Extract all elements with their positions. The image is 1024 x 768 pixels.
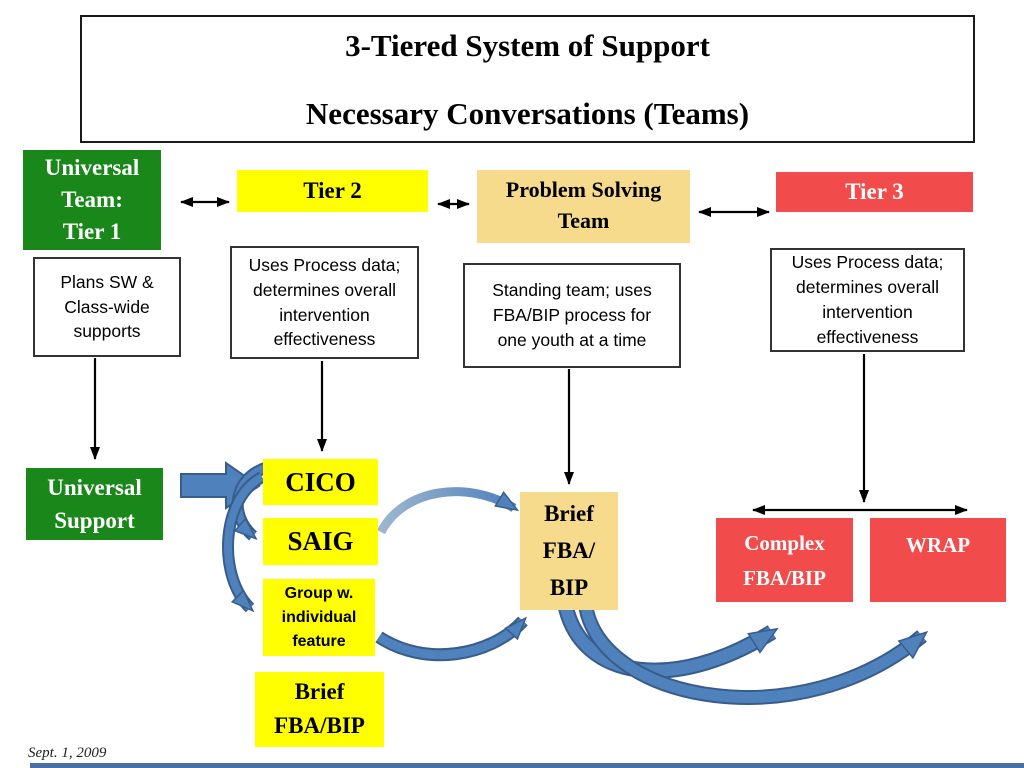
tier1-line3: Tier 1 — [62, 219, 122, 244]
slide-date: Sept. 1, 2009 — [28, 745, 107, 761]
brief-yellow-line1: Brief — [294, 679, 345, 704]
swoosh-brief-wrap — [580, 606, 922, 703]
note1-line3: supports — [73, 321, 141, 342]
group-line3: feature — [292, 633, 346, 650]
note2-line4: effectiveness — [273, 329, 376, 350]
curved-arrow-cico-group-outline — [222, 471, 266, 613]
slide-title-line1: 3-Tiered System of Support — [345, 28, 710, 63]
group-line2: individual — [281, 609, 357, 626]
note1-line1: Plans SW & — [60, 271, 154, 292]
tier2-box: Tier 2 — [237, 170, 428, 212]
group-line1: Group w. — [284, 585, 354, 602]
curved-arrow-saig-brief — [377, 487, 514, 535]
brief-fba-bip-yellow-box: Brief FBA/BIP — [255, 672, 384, 747]
wrap-label: WRAP — [905, 533, 971, 557]
saig-box: SAIG — [263, 518, 378, 565]
universal-support-box: Universal Support — [26, 468, 163, 540]
note2-line2: determines overall — [253, 279, 396, 300]
universal-support-line2: Support — [54, 508, 135, 533]
swoosh-brief-wrap-outline — [578, 606, 927, 705]
group-individual-feature-box: Group w. individual feature — [263, 579, 375, 656]
swoosh-brief-complex-outline — [558, 605, 777, 679]
complex-line2: FBA/BIP — [743, 566, 826, 590]
note2-line1: Uses Process data; — [248, 254, 401, 275]
brief-tan-line2: FBA/ — [542, 538, 596, 563]
tier2-note-box: Uses Process data; determines overall in… — [230, 246, 419, 359]
block-arrow-universal-cico — [180, 461, 261, 510]
brief-yellow-line2: FBA/BIP — [274, 713, 365, 738]
tier1-note-box: Plans SW & Class-wide supports — [33, 257, 181, 357]
curved-arrow-cico-group — [224, 473, 265, 608]
note3-line3: one youth at a time — [497, 329, 647, 350]
curved-arrow-group-brief — [376, 621, 523, 660]
brief-tan-line3: BIP — [549, 575, 589, 600]
universal-team-tier1-box: Universal Team: Tier 1 — [23, 150, 161, 250]
note4-line1: Uses Process data; — [791, 252, 944, 273]
pst-note-box: Standing team; uses FBA/BIP process for … — [463, 263, 681, 368]
note3-line2: FBA/BIP process for — [492, 305, 652, 326]
complex-line1: Complex — [744, 531, 825, 555]
note2-line3: intervention — [279, 304, 370, 325]
swoosh-brief-complex — [560, 606, 772, 677]
problem-solving-team-box: Problem Solving Team — [477, 170, 690, 243]
pst-line2: Team — [557, 208, 610, 233]
brief-fba-bip-tan-box: Brief FBA/ BIP — [520, 492, 618, 610]
note4-line2: determines overall — [796, 277, 939, 298]
curved-arrow-group-brief-outline — [375, 616, 528, 662]
note4-line3: intervention — [822, 302, 913, 322]
saig-label: SAIG — [287, 526, 354, 556]
note4-line4: effectiveness — [816, 326, 919, 347]
tier1-line2: Team: — [61, 187, 123, 212]
cico-box: CICO — [263, 459, 378, 505]
pst-line1: Problem Solving — [505, 177, 662, 202]
tier1-line1: Universal — [44, 155, 140, 180]
bottom-blue-bar — [30, 763, 1024, 768]
complex-fba-bip-box: Complex FBA/BIP — [716, 518, 853, 602]
tier3-label: Tier 3 — [845, 179, 904, 204]
tier3-note-box: Uses Process data; determines overall in… — [770, 248, 965, 352]
cico-label: CICO — [285, 466, 356, 497]
slide-title-line2: Necessary Conversations (Teams) — [305, 96, 750, 131]
note1-line2: Class-wide — [64, 296, 150, 317]
brief-tan-line1: Brief — [544, 501, 594, 526]
universal-support-line1: Universal — [47, 475, 142, 500]
slide-title-box: 3-Tiered System of Support Necessary Con… — [80, 15, 975, 143]
wrap-box: WRAP — [870, 518, 1006, 602]
tier2-label: Tier 2 — [303, 178, 362, 203]
tier3-box: Tier 3 — [776, 172, 973, 212]
note3-line1: Standing team; uses — [492, 280, 652, 301]
